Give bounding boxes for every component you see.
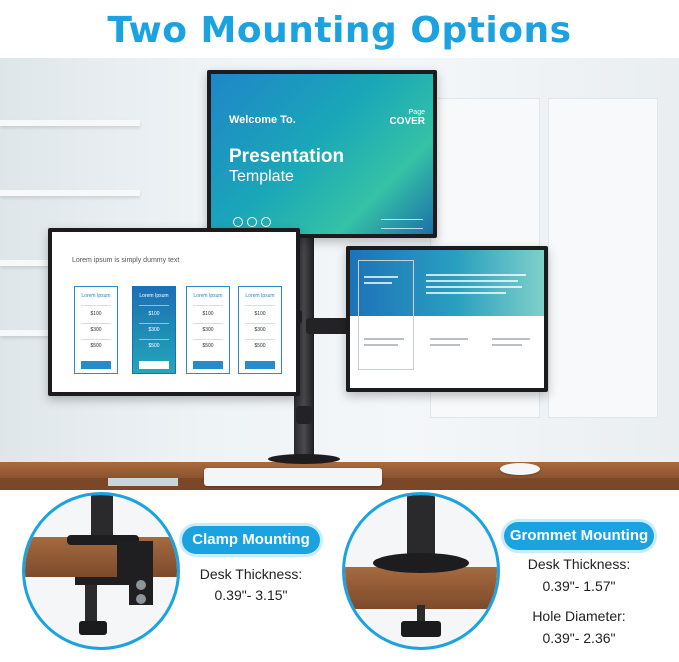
monitor-top-screen: Page COVER Welcome To. Presentation Temp… <box>211 74 433 234</box>
price-value: $500 <box>90 343 102 349</box>
brand-big-text: COVER <box>389 116 425 127</box>
price-card-header: Lorem Ipsum <box>245 293 275 299</box>
price-value: $100 <box>148 311 160 317</box>
mouse <box>500 463 540 475</box>
divider <box>193 323 223 324</box>
mount-base <box>268 454 340 464</box>
monitor-top: Page COVER Welcome To. Presentation Temp… <box>207 70 437 238</box>
brand-small-text: Page <box>408 109 425 116</box>
grommet-thickness-label: Desk Thickness: <box>527 556 631 572</box>
price-card-header: Lorem Ipsum <box>193 293 223 299</box>
divider <box>193 305 223 306</box>
price-card-header: Lorem Ipsum <box>139 293 169 299</box>
text-line <box>430 344 460 346</box>
pole-clip <box>296 406 312 424</box>
text-line <box>364 344 398 346</box>
grommet-icon <box>373 495 469 637</box>
price-card-button <box>81 361 111 369</box>
welcome-text: Welcome To. <box>229 114 296 126</box>
text-line <box>492 344 522 346</box>
text-line <box>426 286 522 288</box>
monitor-left-screen: Lorem ipsum is simply dummy text Lorem I… <box>52 232 296 392</box>
grommet-thickness-value: 0.39"- 1.57" <box>542 578 616 594</box>
price-card-button <box>245 361 275 369</box>
notebook <box>108 478 178 486</box>
price-value: $100 <box>90 311 102 317</box>
brand-mark: Page COVER <box>389 108 425 127</box>
price-value: $300 <box>148 327 160 333</box>
price-card: Lorem Ipsum $100 $300 $500 <box>74 286 118 374</box>
divider <box>81 339 111 340</box>
right-arm <box>306 318 350 334</box>
grommet-mount-illustration <box>342 492 500 650</box>
window-pane <box>548 98 658 418</box>
wall-shelf <box>0 190 140 196</box>
clamp-mount-illustration <box>22 492 180 650</box>
pricing-intro: Lorem ipsum is simply dummy text <box>72 257 180 264</box>
divider <box>81 305 111 306</box>
divider <box>193 339 223 340</box>
text-line <box>426 274 526 276</box>
divider <box>139 323 169 324</box>
price-card-header: Lorem Ipsum <box>81 293 111 299</box>
clamp-thickness-value: 0.39"- 3.15" <box>214 587 288 603</box>
price-value: $100 <box>254 311 266 317</box>
grommet-mounting-label: Grommet Mounting <box>504 522 654 550</box>
price-value: $500 <box>148 343 160 349</box>
monitor-right <box>346 246 548 392</box>
presentation-subtitle: Template <box>229 168 294 185</box>
keyboard <box>204 468 382 486</box>
price-value: $100 <box>202 311 214 317</box>
divider <box>81 323 111 324</box>
price-card: Lorem Ipsum $100 $300 $500 <box>238 286 282 374</box>
grommet-hole-label: Hole Diameter: <box>532 608 626 624</box>
grommet-hole-value: 0.39"- 2.36" <box>542 630 616 646</box>
text-line <box>426 292 506 294</box>
price-value: $500 <box>202 343 214 349</box>
circle-icon <box>247 217 257 227</box>
divider <box>245 305 275 306</box>
clamp-icon <box>67 495 153 635</box>
price-value: $300 <box>202 327 214 333</box>
price-card-featured: Lorem Ipsum $100 $300 $500 <box>132 286 176 374</box>
price-card-button <box>193 361 223 369</box>
headline: Two Mounting Options <box>107 10 572 51</box>
price-value: $300 <box>90 327 102 333</box>
fine-print-lines <box>381 219 423 229</box>
clamp-thickness-label: Desk Thickness: <box>199 566 303 582</box>
divider <box>139 339 169 340</box>
circle-icon <box>261 217 271 227</box>
divider <box>139 305 169 306</box>
clamp-mounting-label: Clamp Mounting <box>182 526 320 554</box>
text-line <box>426 280 518 282</box>
divider <box>245 339 275 340</box>
desk-cross-section <box>345 567 497 609</box>
price-card: Lorem Ipsum $100 $300 $500 <box>186 286 230 374</box>
price-value: $300 <box>254 327 266 333</box>
text-line <box>430 338 468 340</box>
price-value: $500 <box>254 343 266 349</box>
content-frame <box>358 260 414 370</box>
circle-icon <box>233 217 243 227</box>
monitor-left: Lorem ipsum is simply dummy text Lorem I… <box>48 228 300 396</box>
text-line <box>364 282 392 284</box>
price-card-button <box>139 361 169 369</box>
mounting-options-panel: Clamp Mounting Desk Thickness: 0.39"- 3.… <box>0 490 679 662</box>
presentation-title: Presentation <box>229 146 345 167</box>
text-line <box>364 276 398 278</box>
text-line <box>492 338 530 340</box>
monitor-right-screen <box>350 250 544 388</box>
screen-icons <box>233 214 275 232</box>
wall-shelf <box>0 120 140 126</box>
text-line <box>364 338 404 340</box>
divider <box>245 323 275 324</box>
